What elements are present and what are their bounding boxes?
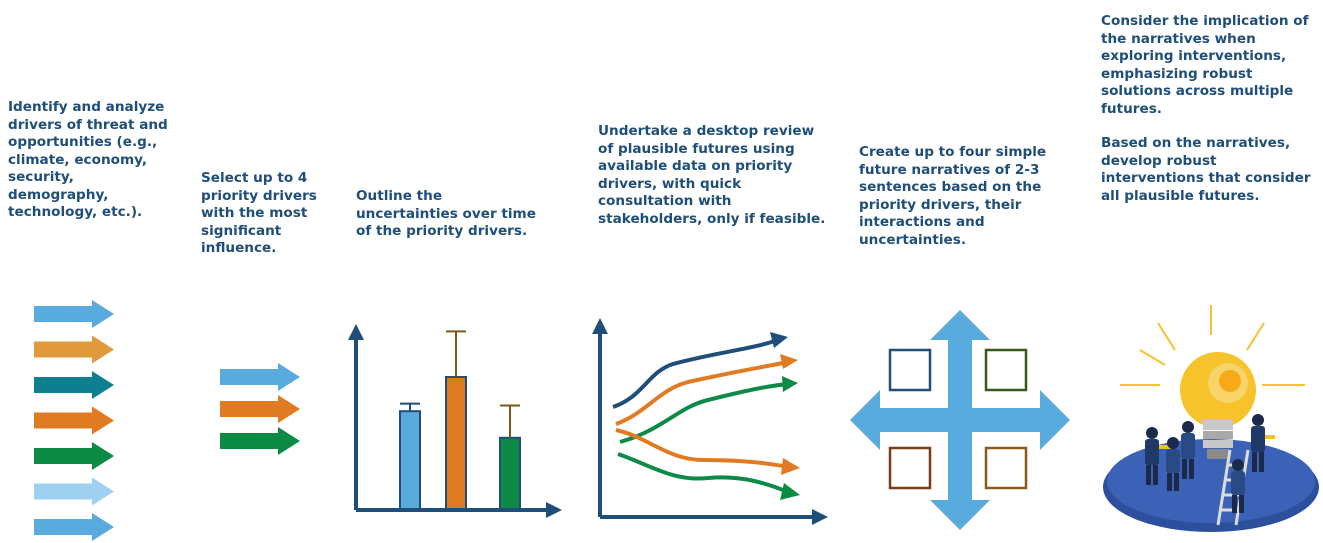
step-outline-text: Outline the uncertainties over time of t… — [356, 188, 536, 241]
uncertainty-whisker — [500, 404, 520, 438]
future-curve-1 — [612, 338, 779, 409]
future-curve-1-arrowhead — [770, 332, 788, 348]
uncertainty-bar-graphic — [348, 324, 562, 518]
priority-arrow-icon — [220, 363, 300, 391]
priority-arrows-graphic — [220, 363, 300, 455]
priority-arrow-icon — [220, 395, 300, 423]
uncertainty-bar — [399, 410, 421, 511]
driver-arrow-icon — [34, 300, 114, 328]
future-curve-5 — [617, 452, 789, 494]
driver-arrow-icon — [34, 406, 114, 435]
driver-arrow-icon — [34, 477, 114, 506]
narrative-box-3 — [888, 446, 932, 490]
lightbulb-icon — [1180, 352, 1256, 459]
narratives-quadrant-graphic — [850, 310, 1070, 530]
driver-arrow-icon — [34, 513, 114, 541]
narrative-box-2 — [984, 348, 1028, 392]
lightbulb-illustration — [1103, 305, 1319, 532]
narrative-box-1 — [888, 348, 932, 392]
x-axis-arrowhead — [812, 509, 828, 525]
future-curve-3 — [619, 382, 789, 444]
step-interventions-paragraph-2: Based on the narratives, develop robust … — [1101, 135, 1311, 204]
step-narratives-paragraph: Create up to four simple future narrativ… — [859, 144, 1047, 248]
step-identify-text: Identify and analyze drivers of threat a… — [8, 99, 168, 222]
future-curve-5-arrowhead — [780, 483, 800, 500]
driver-arrow-icon — [34, 442, 114, 470]
step-review-paragraph: Undertake a desktop review of plausible … — [598, 123, 826, 227]
step-interventions-text: Consider the implication of the narrativ… — [1101, 13, 1319, 205]
future-curve-2 — [615, 360, 789, 426]
four-way-arrow-icon — [850, 310, 1070, 530]
future-curve-4 — [615, 428, 789, 469]
uncertainty-bar — [499, 436, 521, 511]
x-axis-arrowhead — [546, 502, 562, 518]
step-select-text: Select up to 4 priority drivers with the… — [201, 170, 336, 258]
future-curve-3-arrowhead — [782, 376, 798, 392]
step-review-text: Undertake a desktop review of plausible … — [598, 123, 828, 228]
step-narratives-text: Create up to four simple future narrativ… — [859, 144, 1069, 249]
uncertainty-bar — [445, 376, 467, 511]
uncertainty-whisker — [446, 330, 466, 377]
light-rays-icon — [1120, 305, 1305, 386]
driver-arrow-icon — [34, 335, 114, 364]
future-curve-4-arrowhead — [781, 458, 800, 475]
y-axis-arrowhead — [592, 318, 608, 334]
step-interventions-paragraph-1: Consider the implication of the narrativ… — [1101, 13, 1309, 117]
step-outline-paragraph: Outline the uncertainties over time of t… — [356, 188, 536, 239]
futures-curves-graphic — [592, 318, 828, 525]
narrative-box-4 — [984, 446, 1028, 490]
priority-arrow-icon — [220, 427, 300, 455]
uncertainty-whisker — [400, 402, 420, 412]
step-select-paragraph: Select up to 4 priority drivers with the… — [201, 170, 317, 256]
future-curve-2-arrowhead — [780, 354, 798, 369]
y-axis-arrowhead — [348, 324, 364, 340]
driver-arrow-icon — [34, 371, 114, 399]
driver-arrows-graphic — [34, 300, 114, 541]
people-icon — [1145, 414, 1275, 513]
step-identify-paragraph: Identify and analyze drivers of threat a… — [8, 99, 168, 220]
